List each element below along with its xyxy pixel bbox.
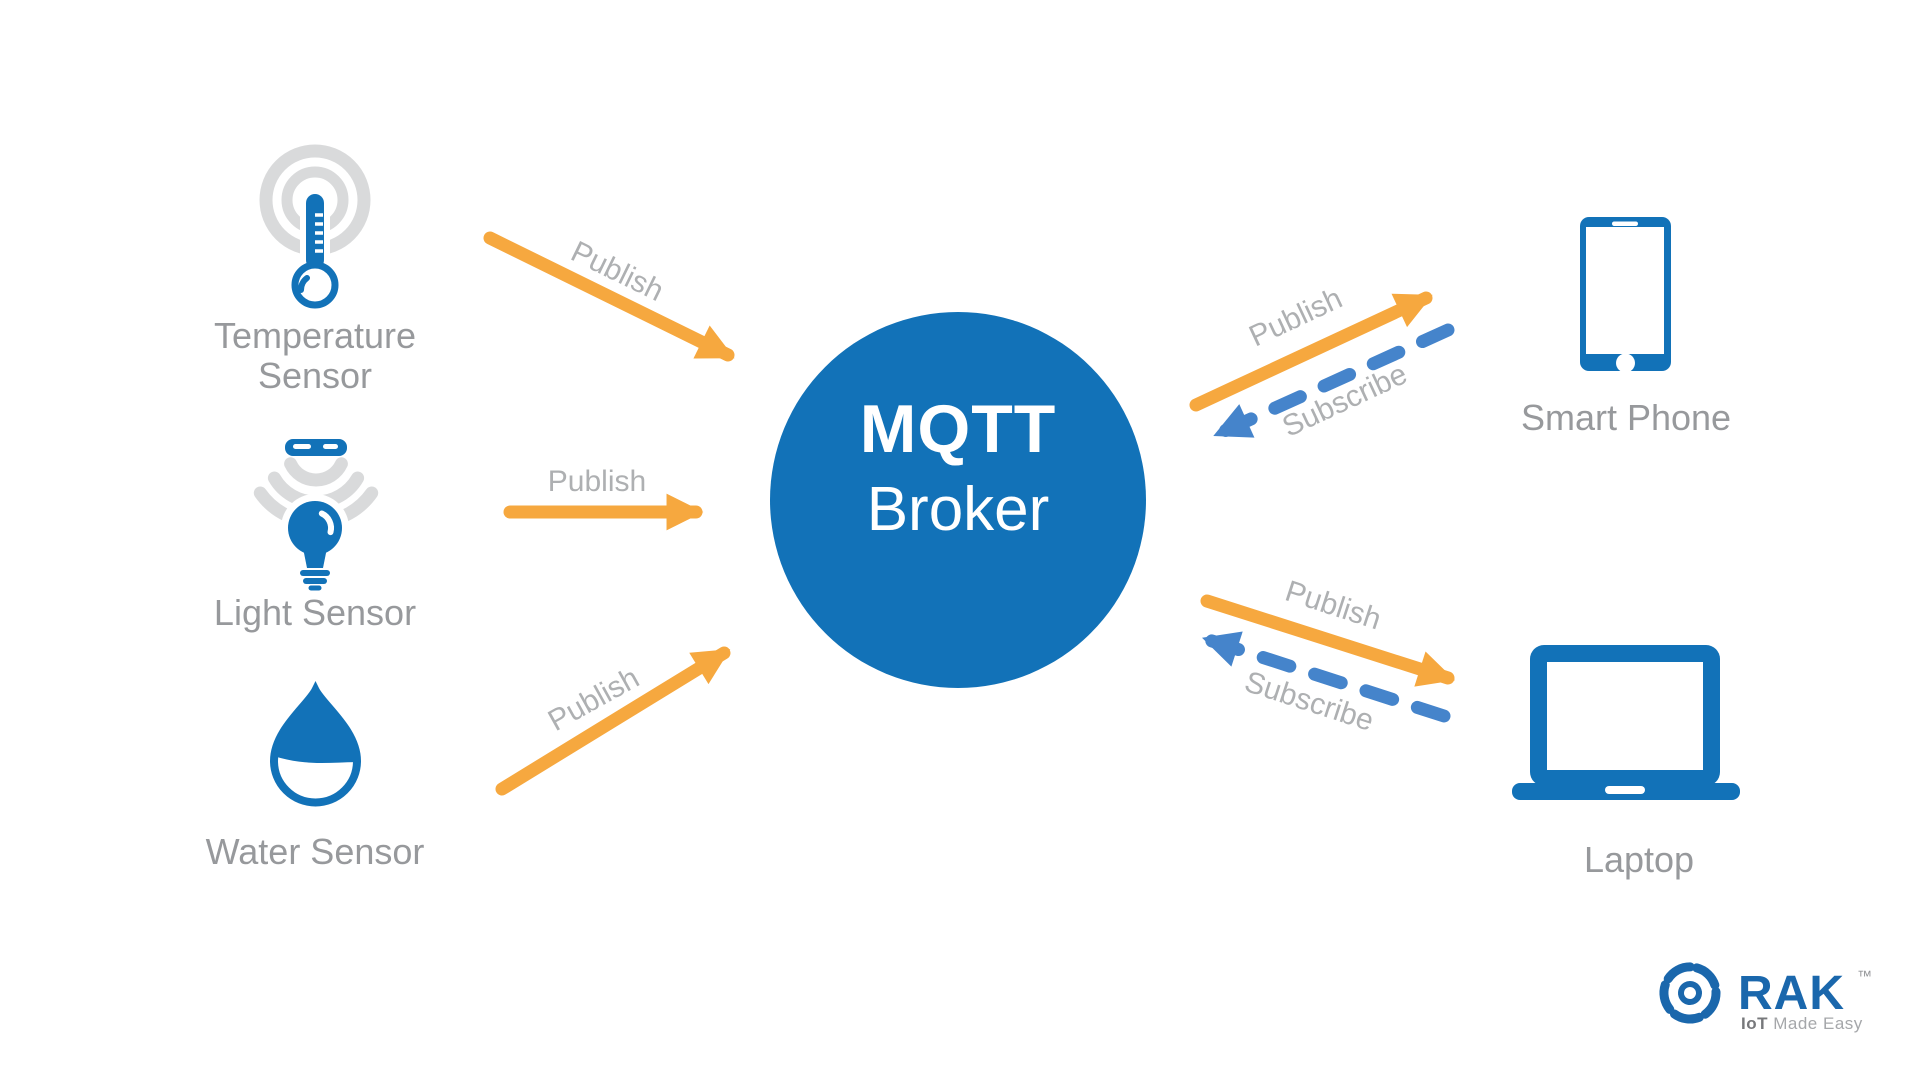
light-sensor-icon [253, 439, 379, 591]
rak-tagline: IoT Made Easy [1741, 1014, 1863, 1034]
broker-subtitle: Broker [866, 475, 1050, 544]
laptop-publish-arrow [1200, 594, 1456, 687]
water-publish-arrow [495, 646, 731, 796]
smartphone-icon [1580, 217, 1671, 373]
rak-tagline-bold: IoT [1741, 1014, 1768, 1033]
water-sensor-label: Water Sensor [205, 831, 425, 872]
rak-logo-text: RAK [1738, 967, 1845, 1020]
rak-trademark: ™ [1857, 968, 1872, 985]
rak-logo-icon [1659, 962, 1721, 1024]
temperature-sensor-icon [259, 144, 371, 314]
mqtt-broker-node: MQTT Broker [770, 312, 1146, 688]
light-sensor-label: Light Sensor [213, 592, 417, 633]
laptop-label: Laptop [1583, 839, 1695, 880]
laptop-icon [1512, 645, 1740, 800]
light-publish-label: Publish [547, 465, 647, 498]
temperature-sensor-label: Temperature Sensor [213, 315, 417, 396]
phone-subscribe-arrow [1213, 323, 1455, 440]
phone-publish-arrow [1189, 291, 1433, 412]
smartphone-label: Smart Phone [1520, 397, 1732, 438]
laptop-subscribe-arrow [1201, 631, 1451, 723]
temp-publish-arrow [483, 231, 735, 362]
rak-tagline-rest: Made Easy [1773, 1014, 1863, 1033]
water-sensor-icon [269, 681, 362, 807]
broker-title: MQTT [859, 391, 1057, 467]
